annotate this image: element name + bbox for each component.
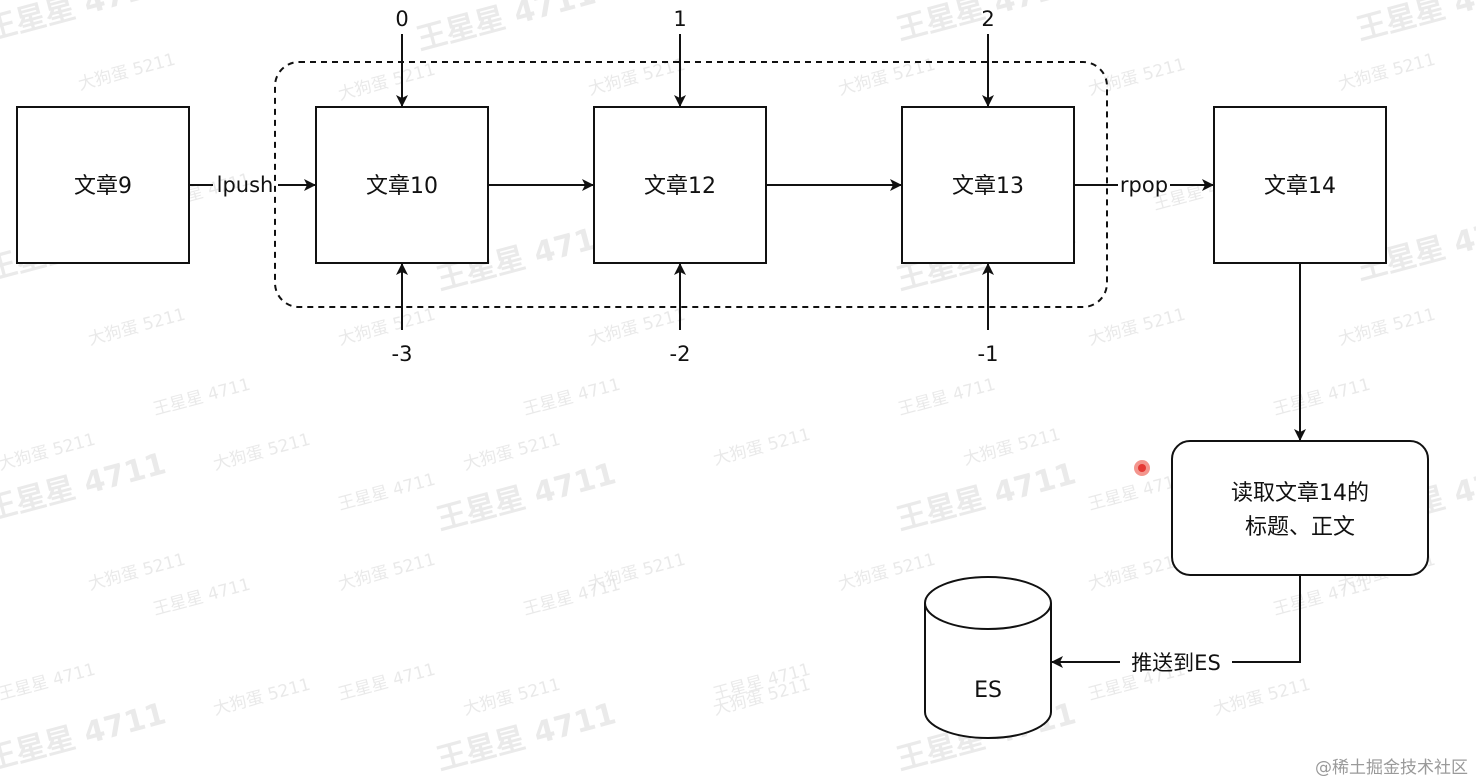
edge-push-es: 推送到ES	[1051, 575, 1301, 675]
watermark-text: 王星星 4711	[433, 456, 620, 537]
watermark-text: 王星星 4711	[1271, 375, 1372, 420]
node-article-12[interactable]: 文章12	[593, 106, 767, 264]
index-label: 1	[673, 7, 686, 31]
watermark-text: 王星星 4711	[336, 470, 437, 515]
index-label: -1	[978, 342, 999, 366]
watermark-text: 王星星 4711	[896, 375, 997, 420]
watermark-text: 大狗蛋 5211	[336, 305, 437, 350]
index-arrow-2: 2	[981, 7, 995, 107]
watermark-text: 大狗蛋 5211	[461, 430, 562, 475]
edge-label: lpush	[217, 173, 274, 197]
node-article-9[interactable]: 文章9	[16, 106, 190, 264]
watermark-text: 王星星 4711	[893, 456, 1080, 537]
index-arrow-0: 0	[395, 7, 409, 107]
footer-credit: @稀土掘金技术社区	[1315, 758, 1468, 778]
watermark-text: 大狗蛋 5211	[1336, 305, 1437, 350]
watermark-text: 王星星 4711	[0, 0, 170, 48]
node-article-10[interactable]: 文章10	[315, 106, 489, 264]
node-label: 文章12	[644, 174, 716, 199]
index-arrow-neg-2: -2	[670, 263, 691, 366]
watermark-text: 大狗蛋 5211	[1336, 50, 1437, 95]
index-label: -3	[392, 342, 413, 366]
watermark-text: 大狗蛋 5211	[1086, 305, 1187, 350]
watermark-text: 大狗蛋 5211	[86, 550, 187, 595]
node-read-article[interactable]: 读取文章14的 标题、正文	[1171, 440, 1429, 576]
watermark-text: 王星星 4711	[521, 375, 622, 420]
watermark-text: 王星星 4711	[0, 660, 98, 705]
watermark-text: 大狗蛋 5211	[1211, 675, 1312, 720]
node-label: 文章9	[74, 174, 132, 199]
index-arrow-1: 1	[673, 7, 687, 107]
watermark-text: 王星星 4711	[336, 660, 437, 705]
node-label-line-2: 标题、正文	[1245, 515, 1355, 540]
watermark-text: 王星星 4711	[521, 575, 622, 620]
index-label: -2	[670, 342, 691, 366]
watermark-text: 王星星 4711	[413, 0, 600, 58]
watermark-text: 王星星 4711	[1271, 575, 1372, 620]
node-label: 文章10	[366, 174, 438, 199]
watermark-text: 王星星 4711	[151, 575, 252, 620]
watermark-text: 大狗蛋 5211	[336, 550, 437, 595]
watermark-text: 王星星 4711	[433, 696, 620, 777]
edge-lpush: lpush	[189, 173, 316, 197]
watermark-text: 大狗蛋 5211	[836, 550, 937, 595]
watermark-text: 大狗蛋 5211	[86, 305, 187, 350]
watermark-text: 大狗蛋 5211	[76, 50, 177, 95]
node-label-line-1: 读取文章14的	[1231, 481, 1369, 506]
watermark-text: 大狗蛋 5211	[1086, 55, 1187, 100]
watermark-text: 王星星 4711	[1353, 0, 1476, 48]
watermark-text: 王星星 4711	[0, 696, 170, 777]
node-es-database[interactable]: ES	[924, 576, 1052, 739]
node-label: 文章14	[1264, 174, 1336, 199]
node-article-13[interactable]: 文章13	[901, 106, 1075, 264]
index-label: 0	[395, 7, 408, 31]
cursor-indicator-icon	[1134, 460, 1150, 476]
node-label: 文章13	[952, 174, 1024, 199]
edge-label: 推送到ES	[1131, 651, 1221, 675]
watermark-text: 大狗蛋 5211	[711, 425, 812, 470]
index-arrow-neg-3: -3	[392, 263, 413, 366]
watermark-text: 大狗蛋 5211	[211, 430, 312, 475]
edge-label: rpop	[1120, 173, 1168, 197]
node-article-14[interactable]: 文章14	[1213, 106, 1387, 264]
node-label: ES	[974, 678, 1002, 703]
index-label: 2	[981, 7, 994, 31]
watermark-text: 王星星 4711	[151, 375, 252, 420]
watermark-text: 大狗蛋 5211	[336, 60, 437, 105]
index-arrow-neg-1: -1	[978, 263, 999, 366]
watermark-text: 大狗蛋 5211	[211, 675, 312, 720]
edge-rpop: rpop	[1074, 173, 1214, 197]
